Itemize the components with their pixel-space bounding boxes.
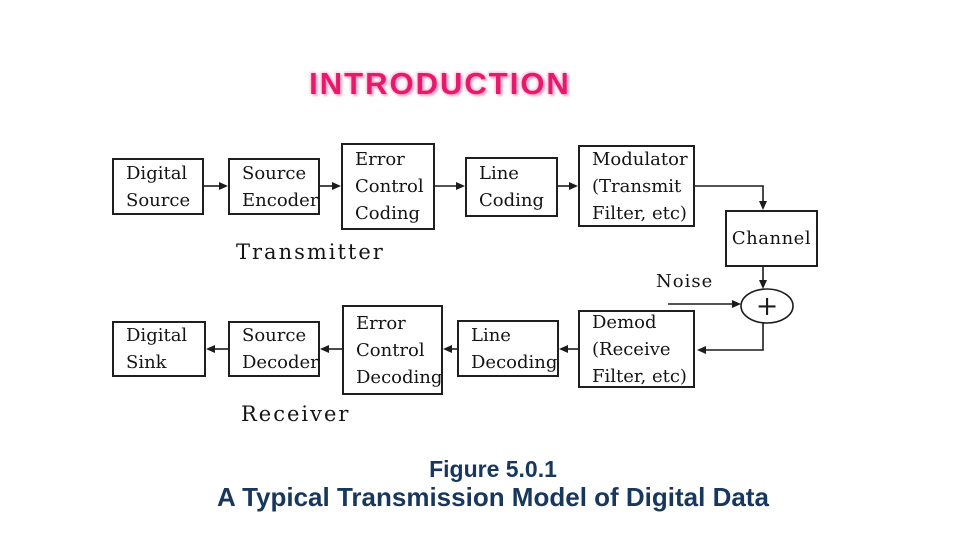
block-channel: Channel bbox=[725, 210, 818, 267]
block-digital-source: Digital Source bbox=[112, 158, 204, 215]
receiver-label: Receiver bbox=[241, 402, 351, 426]
block-label-line: Digital bbox=[126, 325, 188, 346]
block-label-line: Line bbox=[479, 163, 519, 184]
figure-number: Figure 5.0.1 bbox=[429, 456, 557, 482]
block-label-line: Coding bbox=[479, 190, 545, 211]
block-error-control-coding: Error Control Coding bbox=[341, 143, 435, 230]
block-label-line: Line bbox=[471, 324, 511, 346]
block-line-decoding: Line Decoding bbox=[457, 320, 559, 377]
block-source-decoder: Source Decoder bbox=[228, 321, 320, 377]
page-title: INTRODUCTION bbox=[309, 66, 571, 101]
block-demod: Demod (Receive Filter, etc) bbox=[578, 310, 695, 388]
block-label-line: Source bbox=[126, 189, 191, 211]
block-label-line: (Transmit bbox=[592, 175, 682, 197]
block-label-line: Modulator bbox=[592, 148, 688, 170]
transmitter-label: Transmitter bbox=[236, 240, 385, 264]
block-label-line: Filter, etc) bbox=[592, 365, 687, 387]
adder-ellipse bbox=[740, 288, 794, 324]
block-label-line: Sink bbox=[126, 352, 167, 373]
block-label-line: Encoder bbox=[242, 189, 319, 211]
figure-title: A Typical Transmission Model of Digital … bbox=[217, 482, 769, 512]
block-label-line: Digital bbox=[126, 162, 188, 184]
block-error-control-decoding: Error Control Decoding bbox=[342, 305, 443, 395]
block-label-line: Decoding bbox=[471, 351, 558, 373]
block-line-coding: Line Coding bbox=[465, 157, 558, 217]
block-label-line: Control bbox=[356, 339, 425, 361]
block-label-line: Source bbox=[242, 325, 307, 346]
noise-label: Noise bbox=[656, 271, 714, 292]
block-label-line: Demod bbox=[592, 311, 657, 333]
block-label-line: Source bbox=[242, 162, 307, 184]
block-label-line: Channel bbox=[731, 228, 812, 249]
block-label-line: Filter, etc) bbox=[592, 202, 687, 224]
block-label-line: Error bbox=[356, 312, 406, 334]
block-label-line: Error bbox=[355, 149, 405, 170]
block-label-line: Coding bbox=[355, 203, 421, 224]
block-modulator: Modulator (Transmit Filter, etc) bbox=[578, 145, 695, 227]
block-digital-sink: Digital Sink bbox=[112, 321, 206, 377]
block-label-line: Control bbox=[355, 176, 424, 197]
block-label-line: Decoder bbox=[242, 352, 319, 373]
block-label-line: Decoding bbox=[356, 366, 443, 388]
adder-plus-symbol: + bbox=[756, 291, 779, 322]
block-source-encoder: Source Encoder bbox=[228, 158, 320, 215]
block-label-line: (Receive bbox=[592, 338, 671, 360]
figure-caption: Figure 5.0.1 A Typical Transmission Mode… bbox=[53, 455, 933, 511]
